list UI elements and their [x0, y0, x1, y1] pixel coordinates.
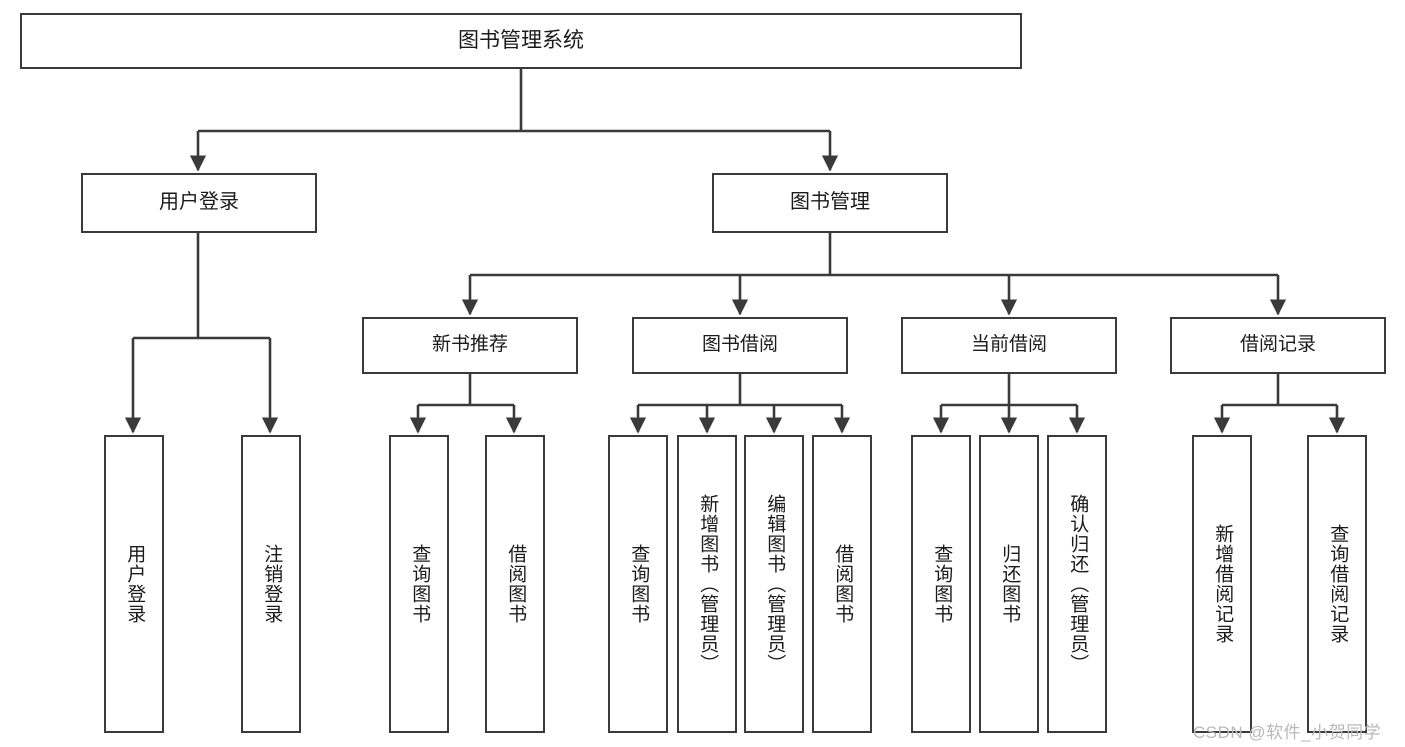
node-label: 图书管理系统: [458, 28, 584, 52]
node-borrow-records[interactable]: 借阅记录: [1170, 317, 1386, 374]
node-label: 新增图书（管理员）: [697, 494, 719, 674]
node-label: 新增借阅记录: [1212, 524, 1234, 644]
node-label: 编辑图书（管理员）: [764, 494, 786, 674]
leaf-add-borrow-record[interactable]: 新增借阅记录: [1192, 435, 1252, 733]
watermark-text: CSDN @软件_小贺同学: [1193, 723, 1382, 742]
node-label: 图书管理: [790, 191, 870, 214]
node-label: 借阅记录: [1239, 334, 1316, 356]
node-new-book-recommend[interactable]: 新书推荐: [362, 317, 578, 374]
leaf-query-book-borrow[interactable]: 查询图书: [608, 435, 668, 733]
node-label: 用户登录: [159, 191, 239, 214]
node-label: 查询图书: [409, 544, 431, 624]
leaf-borrow-book[interactable]: 借阅图书: [812, 435, 872, 733]
leaf-user-logout[interactable]: 注销登录: [241, 435, 301, 733]
node-label: 注销登录: [261, 544, 283, 624]
node-label: 查询图书: [931, 544, 953, 624]
node-label: 查询图书: [628, 544, 650, 624]
node-label: 借阅图书: [832, 544, 854, 624]
node-label: 查询借阅记录: [1327, 524, 1349, 644]
leaf-edit-book-admin[interactable]: 编辑图书（管理员）: [744, 435, 804, 733]
node-user-login[interactable]: 用户登录: [81, 173, 317, 233]
node-label: 用户登录: [124, 544, 146, 624]
leaf-user-login[interactable]: 用户登录: [104, 435, 164, 733]
node-label: 确认归还（管理员）: [1067, 494, 1089, 674]
node-label: 归还图书: [999, 544, 1021, 624]
leaf-borrow-book-recommend[interactable]: 借阅图书: [485, 435, 545, 733]
leaf-confirm-return-admin[interactable]: 确认归还（管理员）: [1047, 435, 1107, 733]
leaf-query-book-current[interactable]: 查询图书: [911, 435, 971, 733]
leaf-query-book-recommend[interactable]: 查询图书: [389, 435, 449, 733]
node-book-borrow[interactable]: 图书借阅: [632, 317, 848, 374]
leaf-query-borrow-record[interactable]: 查询借阅记录: [1307, 435, 1367, 733]
node-label: 图书借阅: [701, 334, 778, 356]
node-current-borrow[interactable]: 当前借阅: [901, 317, 1117, 374]
leaf-return-book[interactable]: 归还图书: [979, 435, 1039, 733]
node-label: 借阅图书: [505, 544, 527, 624]
node-book-management[interactable]: 图书管理: [712, 173, 948, 233]
node-label: 新书推荐: [431, 334, 508, 356]
node-label: 当前借阅: [970, 334, 1047, 356]
node-book-management-system[interactable]: 图书管理系统: [20, 13, 1022, 69]
leaf-add-book-admin[interactable]: 新增图书（管理员）: [677, 435, 737, 733]
